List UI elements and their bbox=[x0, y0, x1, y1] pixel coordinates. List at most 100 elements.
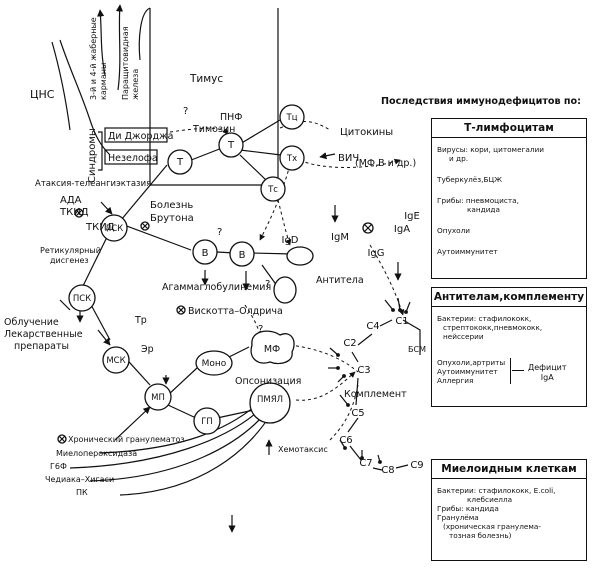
antibodies-label: Антитела bbox=[316, 275, 364, 286]
t-cell-panel-body: Вирусы: кори, цитомегалии и др. Туберкул… bbox=[437, 145, 544, 256]
consequences-heading: Последствия иммунодефицитов по: bbox=[381, 96, 581, 107]
t-cell-panel: Т-лимфоцитам Вирусы: кори, цитомегалии и… bbox=[431, 118, 587, 279]
tx-node-label: Тх bbox=[286, 154, 297, 164]
opsonization-label: Опсонизация bbox=[235, 376, 301, 387]
node-antibody-2 bbox=[273, 276, 297, 304]
cgd-label: Хронический гранулематоз bbox=[68, 435, 185, 444]
node-pmyal bbox=[249, 382, 291, 424]
my-item: клебсиелла bbox=[467, 495, 513, 504]
node-tx bbox=[279, 145, 305, 171]
cns-label: ЦНС bbox=[30, 88, 55, 101]
ab-sub-item: Аллергия bbox=[437, 376, 474, 385]
tc1-node-label: Тц bbox=[286, 113, 298, 123]
myeloid-panel-body: Бактерии: стафилококк, E.coli, клебсиелл… bbox=[437, 486, 555, 540]
my-item: тозная болезнь) bbox=[449, 531, 512, 540]
enzyme-curves bbox=[69, 399, 273, 496]
xtkid-label: ТКИД bbox=[85, 222, 115, 233]
antibody-panel-body: Бактерии: стафилококк, стрептококк,пневм… bbox=[437, 314, 542, 341]
t-item: Аутоиммунитет bbox=[437, 247, 498, 256]
deficit-iga-label: Дефицит IgA bbox=[528, 363, 567, 383]
hiv-label: ВИЧ bbox=[338, 153, 359, 164]
arches-label-2: карманы bbox=[99, 63, 108, 100]
node-t2 bbox=[218, 132, 244, 158]
t-item: кандида bbox=[467, 205, 500, 214]
node-gp bbox=[193, 407, 221, 435]
ab-item: Бактерии: стафилококк, bbox=[437, 314, 532, 323]
antibody-panel-title: Антителам,комплементу bbox=[432, 288, 586, 307]
c2-label: C2 bbox=[343, 338, 356, 349]
t2-node-label: Т bbox=[227, 140, 235, 151]
mp-node-label: МП bbox=[151, 393, 165, 403]
syndromes-label: Синдромы bbox=[87, 128, 98, 183]
reticular-label-1: Ретикулярный bbox=[40, 246, 101, 255]
c9-label: C9 bbox=[410, 460, 423, 471]
mpo-label: Миелопероксидаза bbox=[56, 449, 137, 458]
c4-label: C4 bbox=[366, 321, 379, 332]
b1-node-label: В bbox=[202, 248, 209, 259]
deficit-word: Дефицит bbox=[528, 363, 567, 372]
ab-item: стрептококк,пневмококк, bbox=[443, 323, 543, 332]
tr-label: Тр bbox=[134, 315, 147, 326]
thymus-label: Тимус bbox=[189, 73, 223, 85]
pmyal-node-label: ПМЯЛ bbox=[257, 395, 283, 405]
node-mono bbox=[195, 350, 233, 376]
t-cell-panel-title: Т-лимфоцитам bbox=[432, 119, 586, 138]
dashed-lines bbox=[169, 121, 405, 441]
thymosin-label: Тимозин bbox=[192, 124, 235, 135]
reticular-label-2: дисгенез bbox=[50, 256, 89, 265]
ataxia-label: Атаксия-телеангиэктазия bbox=[35, 179, 151, 189]
mono-node-label: Моно bbox=[202, 359, 227, 369]
node-msk bbox=[102, 346, 130, 374]
my-item: Грибы: кандида bbox=[437, 504, 499, 513]
lsk-node-label: ЛСК bbox=[105, 224, 123, 234]
t1-node-label: Т bbox=[176, 157, 184, 168]
node-lsk bbox=[100, 214, 128, 242]
tc2-node-label: Тс bbox=[267, 185, 278, 195]
bruton-label-2: Брутона bbox=[150, 213, 194, 224]
node-mf bbox=[250, 330, 295, 365]
pk-label: ПК bbox=[76, 488, 88, 497]
deficit-iga: IgA bbox=[540, 373, 554, 382]
igg-label: IgG bbox=[367, 248, 384, 259]
c5-label: C5 bbox=[351, 408, 364, 419]
node-antibody-1 bbox=[286, 246, 314, 266]
myeloid-panel: Миелоидным клеткам Бактерии: стафилококк… bbox=[431, 459, 587, 561]
c6-label: C6 bbox=[339, 435, 352, 446]
complement-hooks bbox=[328, 297, 411, 464]
my-item: (хроническая гранулема- bbox=[443, 522, 541, 531]
nezelof-box bbox=[104, 149, 158, 165]
complement-cascade bbox=[347, 319, 421, 471]
question-2: ? bbox=[217, 227, 222, 238]
t-item: Грибы: пневмоциста, bbox=[437, 196, 519, 205]
c3-label: C3 bbox=[357, 365, 370, 376]
arches-label-1: 3-й и 4-й жаберные bbox=[89, 17, 98, 100]
chediak-label: Чедиака–Хигаси bbox=[45, 475, 114, 484]
node-t1 bbox=[167, 149, 193, 175]
parathyroid-label-1: Паращитовидная bbox=[121, 26, 130, 100]
ige-label: IgE bbox=[404, 211, 420, 222]
digeorge-label: Ди Джорджа bbox=[108, 131, 173, 142]
igm-label: IgM bbox=[331, 232, 349, 243]
mf-node-label: МФ bbox=[264, 344, 280, 355]
arches-arrow bbox=[115, 4, 124, 91]
iga-label: IgA bbox=[394, 224, 410, 235]
antibody-panel: Антителам,комплементу Бактерии: стафилок… bbox=[431, 287, 587, 407]
deficit-bracket bbox=[510, 358, 511, 384]
defect-markers bbox=[57, 208, 374, 444]
ab-item: нейссерии bbox=[443, 332, 484, 341]
node-tc2 bbox=[260, 176, 286, 202]
cell-nodes bbox=[68, 104, 314, 435]
node-b2 bbox=[229, 241, 255, 267]
node-b1 bbox=[192, 239, 218, 265]
msk-node-label: МСК bbox=[106, 356, 125, 366]
myeloid-panel-title: Миелоидным клеткам bbox=[432, 460, 586, 479]
agamma-label: Агаммаглобулинемия bbox=[162, 282, 271, 293]
pnf-label: ПНФ bbox=[220, 112, 242, 123]
syndromes-bracket bbox=[98, 131, 103, 171]
ab-sub-item: Опухоли,артриты bbox=[437, 358, 506, 367]
t-item: Опухоли bbox=[437, 226, 471, 235]
irradiation-label-3: препараты bbox=[14, 341, 69, 352]
node-mp bbox=[144, 383, 172, 411]
t-item: и др. bbox=[449, 154, 469, 163]
